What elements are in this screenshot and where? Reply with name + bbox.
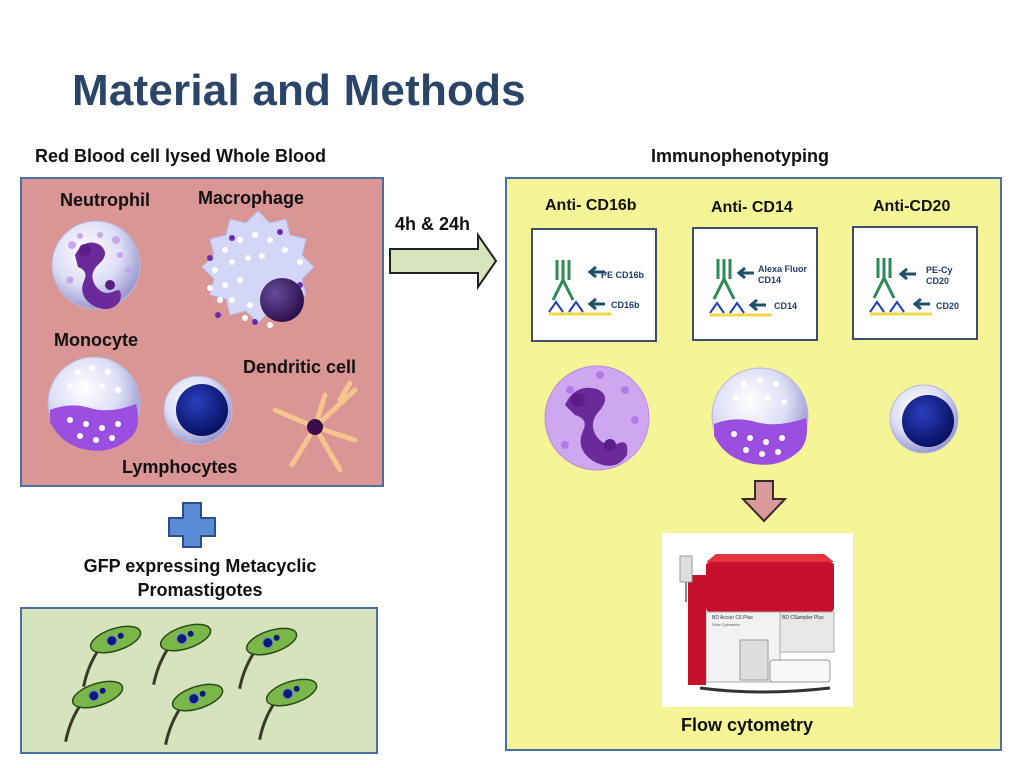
dendritic-cell-label: Dendritic cell (243, 357, 357, 377)
promastigote (152, 623, 212, 686)
macrophage-cell (201, 210, 315, 328)
fluor-label: PE-Cy (926, 265, 953, 275)
antibody-icon (869, 258, 932, 316)
antibody-box-cd20: PE-Cy CD20 CD20 (852, 226, 978, 340)
antibody-box-cd14: Alexa Fluor CD14 CD14 (692, 227, 818, 341)
target-label: CD14 (774, 301, 798, 311)
labeled-lymphocyte (889, 384, 959, 454)
flow-cytometer-machine: BD Accuri C6 Plus Flow Cytometer BD CSam… (662, 533, 853, 707)
monocyte-cell (47, 356, 141, 451)
monocyte-label: Monocyte (54, 330, 139, 350)
target-label: CD16b (611, 300, 640, 310)
immunophenotyping-header: Immunophenotyping (651, 146, 829, 166)
antibody-title-cd16b: Anti- CD16b (545, 197, 637, 214)
machine-brand1: BD Accuri C6 Plus (712, 615, 753, 621)
antibody-title-cd14: Anti- CD14 (711, 199, 793, 216)
fluor-label-line2: CD14 (758, 275, 782, 285)
neutrophil-label: Neutrophil (60, 190, 150, 210)
fluor-label: Alexa Fluor (758, 264, 808, 274)
whole-blood-header: Red Blood cell lysed Whole Blood (35, 146, 327, 166)
promastigotes (64, 623, 318, 746)
machine-brand2: BD CSampler Plus (782, 615, 824, 621)
antibody-box-cd16b: PE CD16b CD16b (531, 228, 657, 342)
labeled-neutrophil (544, 365, 650, 471)
lymphocytes-label: Lymphocytes (122, 457, 238, 477)
gfp-label-line1: GFP expressing Metacyclic (83, 556, 317, 576)
promastigote (258, 678, 318, 741)
promastigote (164, 683, 224, 746)
promastigote (82, 625, 142, 688)
promastigote (238, 627, 298, 690)
incubation-time-label: 4h & 24h (395, 214, 471, 234)
neutrophil-cell (51, 220, 141, 310)
lymphocyte-cell (163, 375, 233, 445)
macrophage-label: Macrophage (198, 188, 305, 208)
antibody-icon (709, 259, 772, 317)
fluor-label-line2: CD20 (926, 276, 950, 286)
antibody-title-cd20: Anti-CD20 (873, 198, 951, 215)
gfp-label-line2: Promastigotes (137, 580, 263, 600)
target-label: CD20 (936, 301, 960, 311)
flow-cytometry-label: Flow cytometry (681, 715, 814, 735)
machine-sub: Flow Cytometer (712, 622, 741, 627)
fluor-label: PE CD16b (601, 270, 645, 280)
arrow-down-icon (740, 480, 788, 523)
promastigote (64, 680, 124, 743)
plus-icon (168, 502, 216, 548)
page-title: Material and Methods (72, 66, 526, 115)
antibody-icon (548, 260, 611, 316)
labeled-monocyte (711, 367, 809, 465)
arrow-right-icon (389, 231, 498, 291)
